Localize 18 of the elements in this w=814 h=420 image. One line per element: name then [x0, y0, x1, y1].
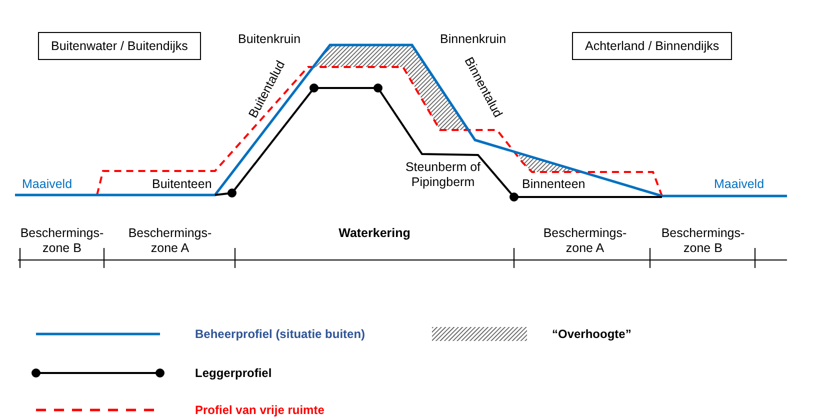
region-label-box: Buitenwater / Buitendijks	[38, 32, 201, 60]
ground-label: Maaiveld	[714, 177, 764, 192]
zone-label: Beschermings- zone A	[542, 226, 628, 256]
legend-label: Leggerprofiel	[195, 366, 272, 380]
point-label: Buitenteen	[152, 177, 212, 192]
zone-label: Beschermings- zone B	[660, 226, 746, 256]
point-label: Buitenkruin	[238, 32, 301, 47]
point-label: Binnenteen	[522, 177, 586, 192]
berm-label: Steunberm of Pipingberm	[404, 160, 482, 190]
zone-label: Beschermings- zone A	[127, 226, 213, 256]
legend-label: “Overhoogte”	[552, 327, 632, 341]
legend-label: Profiel van vrije ruimte	[195, 403, 324, 417]
ground-label: Maaiveld	[22, 177, 72, 192]
point-label: Binnenkruin	[440, 32, 506, 47]
region-label-box: Achterland / Binnendijks	[572, 32, 732, 60]
zone-label: Beschermings- zone B	[19, 226, 105, 256]
legend-label: Beheerprofiel (situatie buiten)	[195, 327, 366, 341]
zone-label: Waterkering	[338, 226, 412, 241]
